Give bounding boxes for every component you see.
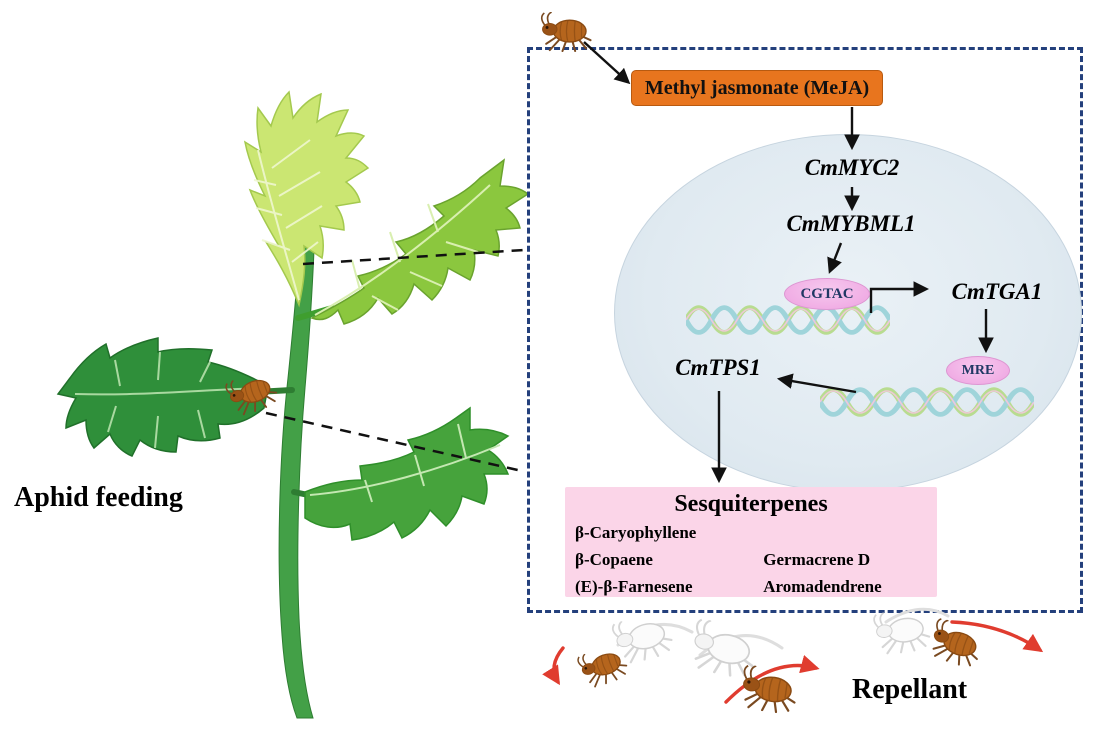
sesquiterpene-item: β-Copaene (575, 549, 653, 569)
node-cmmyc2: CmMYC2 (804, 155, 900, 180)
sesquiterpenes-box: Sesquiterpenes β-Caryophyllene β-Copaene… (565, 487, 937, 597)
sesquiterpene-item: Germacrene D (763, 549, 871, 569)
plant-left-leaf (56, 337, 269, 457)
dna-helix-2 (820, 381, 1034, 423)
meja-label: Methyl jasmonate (MeJA) (644, 76, 870, 99)
dna-helix-1 (686, 299, 890, 341)
fleeing-aphid-icon (738, 663, 800, 716)
aphid-top-icon (540, 12, 592, 52)
plant-top-leaf (243, 90, 370, 308)
sesquiterpene-item: (E)-β-Farnesene (575, 576, 693, 596)
plant-bottom-right-leaf (304, 406, 510, 541)
aphid-feeding-label: Aphid feeding (14, 482, 183, 513)
node-cmmybml1: CmMYBML1 (786, 211, 916, 236)
pathway-panel (527, 47, 1083, 613)
cgtac-element: CGTAC (784, 278, 870, 310)
meja-box: Methyl jasmonate (MeJA) (631, 70, 883, 106)
mre-element: MRE (946, 356, 1010, 385)
sesquiterpene-item-spacer (763, 523, 927, 543)
sesquiterpene-item: Aromadendrene (763, 576, 882, 596)
sesquiterpenes-title: Sesquiterpenes (674, 491, 828, 517)
sesquiterpenes-list: β-Caryophyllene β-Copaene Germacrene D (… (575, 523, 927, 597)
sesquiterpene-item: β-Caryophyllene (575, 522, 697, 542)
node-cmtga1: CmTGA1 (951, 279, 1043, 304)
node-cmtps1: CmTPS1 (675, 355, 761, 380)
fleeing-aphid-icon (575, 641, 631, 691)
repellant-label: Repellant (852, 674, 968, 705)
fleeing-aphid-icon (926, 616, 987, 671)
